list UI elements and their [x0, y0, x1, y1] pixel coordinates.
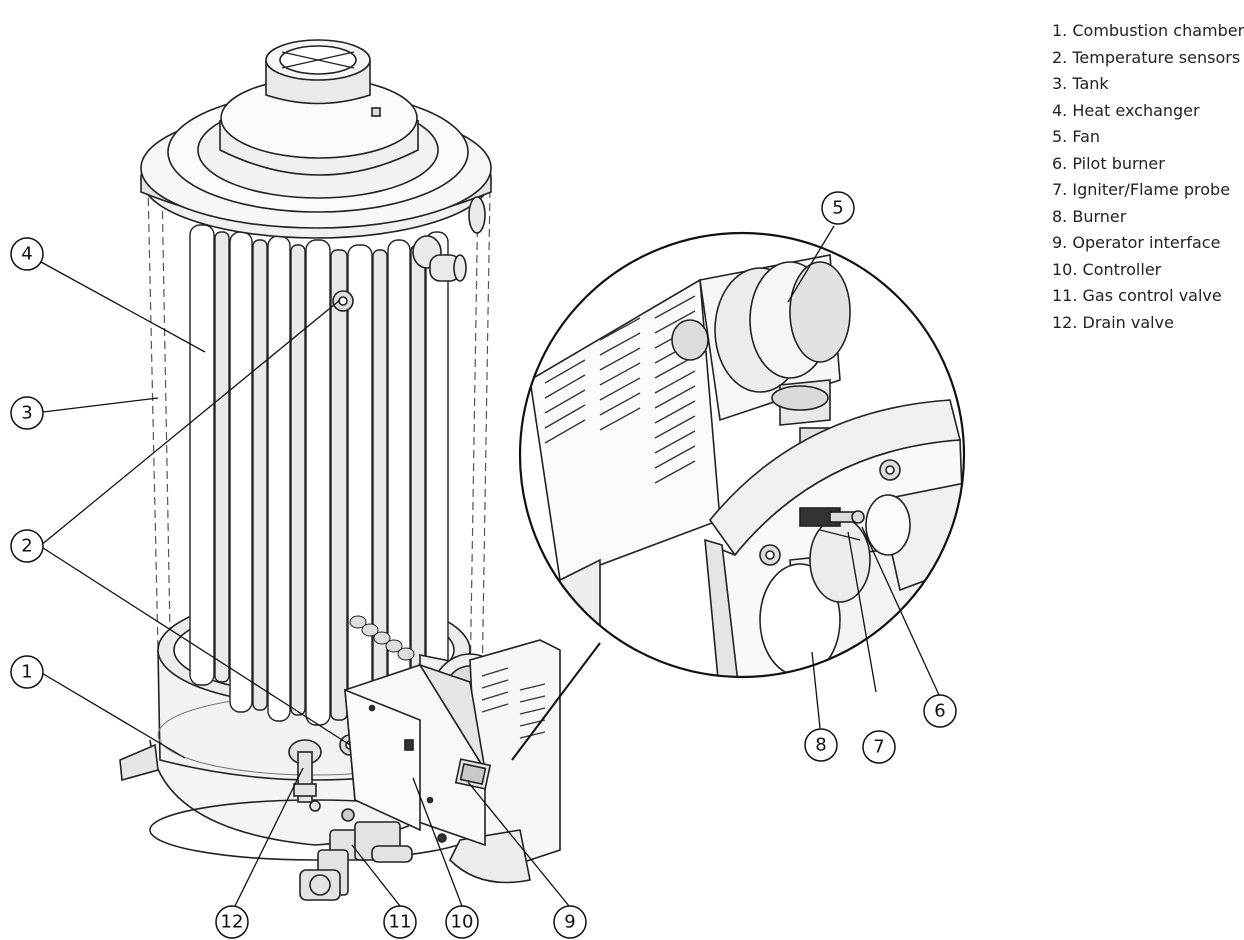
- housing-louvers: [544, 295, 696, 484]
- callout-3: 3: [10, 396, 44, 430]
- callout-9-label: 9: [564, 912, 575, 933]
- tank-outline: [147, 184, 491, 746]
- callout-1: 1: [10, 655, 44, 689]
- callout-11-label: 11: [389, 912, 412, 933]
- callout-7-label: 7: [873, 737, 884, 758]
- leader-lines: [39, 225, 940, 907]
- drain-valve: [288, 739, 322, 812]
- legend-item: 12. Drain valve: [1052, 312, 1174, 332]
- legend-item: 2. Temperature sensors: [1052, 47, 1241, 67]
- callout-5: 5: [821, 191, 855, 225]
- legend-item: 9. Operator interface: [1052, 233, 1221, 252]
- callout-12-label: 12: [221, 912, 244, 933]
- callouts: 1 2 3 4 5 6 7 8 9 10 11 12: [10, 191, 957, 939]
- callout-1-label: 1: [21, 662, 32, 683]
- callout-10: 10: [445, 905, 479, 939]
- callout-2-label: 2: [21, 536, 32, 557]
- legend-item: 1. Combustion chamber: [1052, 21, 1244, 40]
- pilot-igniter: [799, 507, 865, 541]
- tank-top: [140, 39, 492, 239]
- legend-item: 7. Igniter/Flame probe: [1052, 180, 1231, 199]
- callout-4-label: 4: [21, 244, 32, 265]
- callout-2: 2: [10, 529, 44, 563]
- legend-item: 5. Fan: [1052, 127, 1101, 146]
- legend-item: 8. Burner: [1052, 206, 1127, 226]
- baffle-coil: [349, 615, 415, 661]
- parts-legend: 1. Combustion chamber 2. Temperature sen…: [1052, 18, 1244, 336]
- callout-5-label: 5: [832, 198, 843, 219]
- heat-exchanger: [189, 224, 449, 726]
- callout-3-label: 3: [21, 403, 32, 424]
- legend-item: 4. Heat exchanger: [1052, 100, 1200, 120]
- callout-11: 11: [383, 905, 417, 939]
- callout-9: 9: [553, 905, 587, 939]
- callout-12: 12: [215, 905, 249, 939]
- controller-box: [344, 663, 492, 847]
- burner-detail-view: [511, 231, 966, 761]
- water-heater-illustration: [119, 39, 561, 901]
- callout-8-label: 8: [815, 735, 826, 756]
- legend-item: 10. Controller: [1052, 259, 1162, 279]
- callout-6: 6: [923, 694, 957, 728]
- fan-detail: [671, 254, 851, 445]
- callout-6-label: 6: [934, 701, 945, 722]
- legend-item: 3. Tank: [1052, 74, 1109, 93]
- legend-item: 11. Gas control valve: [1052, 286, 1222, 305]
- callout-4: 4: [10, 237, 44, 271]
- callout-7: 7: [862, 730, 896, 764]
- legend-item: 6. Pilot burner: [1052, 153, 1165, 173]
- callout-8: 8: [804, 728, 838, 762]
- gas-control-valve: [299, 808, 413, 901]
- callout-10-label: 10: [451, 912, 474, 933]
